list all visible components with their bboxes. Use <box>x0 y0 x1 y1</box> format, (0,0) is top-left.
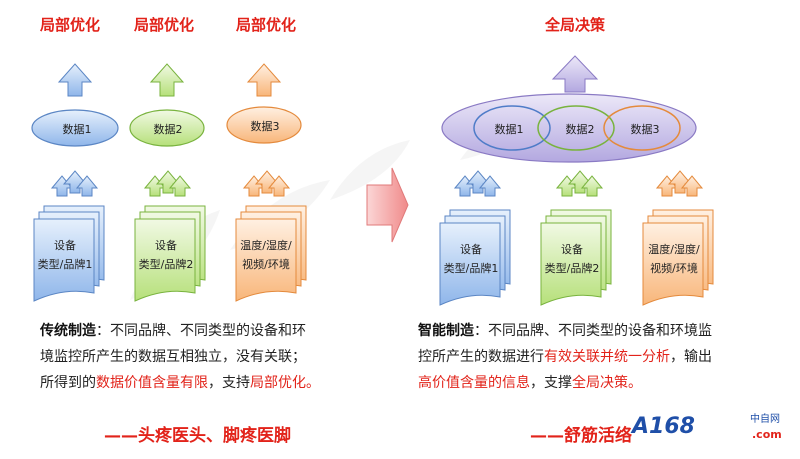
up-arrow-purple <box>551 55 599 93</box>
doc-stack-blue <box>33 205 105 302</box>
label-data1: 数据1 <box>62 123 92 136</box>
title-local-opt-1: 局部优化 <box>40 16 101 34</box>
oval-data2 <box>129 109 205 147</box>
triple-arrow-green <box>143 170 192 197</box>
traditional-slogan: ——头疼医头、脚疼医脚 <box>104 426 291 446</box>
triple-arrow-orange-right <box>655 170 704 197</box>
traditional-line3c: ，支持 <box>208 375 250 391</box>
label-data2-right: 数据2 <box>565 123 595 136</box>
traditional-paragraph: 传统制造：不同品牌、不同类型的设备和环 境监控所产生的数据互相独立，没有关联； … <box>40 318 370 396</box>
doc-label-1-right-line1: 设备 <box>460 243 482 256</box>
traditional-line2: 境监控所产生的数据互相独立，没有关联； <box>40 349 306 365</box>
smart-line3c: 全局决策。 <box>572 375 642 391</box>
title-local-opt-2: 局部优化 <box>134 16 195 34</box>
doc-label-3-line2: 视频/环境 <box>242 258 290 271</box>
global-oval <box>441 93 697 163</box>
doc-label-2-line2: 类型/品牌2 <box>138 258 194 271</box>
traditional-heading: 传统制造 <box>40 323 96 339</box>
doc-label-2-line1: 设备 <box>155 239 177 252</box>
circle-data2 <box>537 105 615 151</box>
smart-paragraph: 智能制造：不同品牌、不同类型的设备和环境监 控所产生的数据进行有效关联并统一分析… <box>418 318 768 396</box>
label-data3: 数据3 <box>250 120 280 133</box>
watermark-logo: A168 <box>632 414 695 439</box>
smart-line2a: 控所产生的数据进行 <box>418 349 544 365</box>
traditional-line3b: 数据价值含量有限 <box>96 375 208 391</box>
label-data1-right: 数据1 <box>494 123 524 136</box>
doc-stack-green-right <box>540 209 612 306</box>
up-arrow-blue <box>57 63 93 97</box>
triple-arrow-blue <box>50 170 99 197</box>
doc-stack-blue-right <box>439 209 511 306</box>
triple-arrow-orange <box>242 170 291 197</box>
title-local-opt-3: 局部优化 <box>236 16 297 34</box>
doc-label-3-right-line2: 视频/环境 <box>650 262 698 275</box>
triple-arrow-blue-right <box>453 170 502 197</box>
doc-label-2-right-line1: 设备 <box>561 243 583 256</box>
doc-label-3-right-line1: 温度/湿度/ <box>648 243 700 256</box>
triple-arrow-green-right <box>555 170 604 197</box>
traditional-line3a: 所得到的 <box>40 375 96 391</box>
traditional-line1: ：不同品牌、不同类型的设备和环 <box>96 323 306 339</box>
smart-slogan: ——舒筋活络 <box>530 426 632 446</box>
oval-data3 <box>226 106 302 144</box>
smart-line3b: ，支撑 <box>530 375 572 391</box>
doc-label-1-line2: 类型/品牌1 <box>37 258 93 271</box>
transition-arrow <box>366 167 409 243</box>
watermark-domain: .com <box>752 428 782 441</box>
circle-data1 <box>473 105 551 151</box>
circle-data3 <box>603 105 681 151</box>
up-arrow-green <box>149 63 185 97</box>
label-data3-right: 数据3 <box>630 123 660 136</box>
up-arrow-orange <box>246 63 282 97</box>
doc-stack-green <box>134 205 206 302</box>
smart-line3a: 高价值含量的信息 <box>418 375 530 391</box>
traditional-line3d: 局部优化。 <box>250 375 320 391</box>
doc-stack-orange-right <box>642 209 714 306</box>
doc-label-3-line1: 温度/湿度/ <box>240 239 292 252</box>
smart-line2b: 有效关联并统一分析 <box>544 349 670 365</box>
label-data2: 数据2 <box>153 123 183 136</box>
doc-label-1-line1: 设备 <box>54 239 76 252</box>
watermark-site-name: 中自网 <box>750 414 780 425</box>
doc-label-1-right-line2: 类型/品牌1 <box>443 262 499 275</box>
smart-heading: 智能制造 <box>418 323 474 339</box>
doc-stack-orange <box>235 205 307 302</box>
smart-line1: ：不同品牌、不同类型的设备和环境监 <box>474 323 712 339</box>
smart-line2c: ，输出 <box>670 349 712 365</box>
oval-data1 <box>31 109 119 147</box>
title-global-decision: 全局决策 <box>545 16 606 34</box>
doc-label-2-right-line2: 类型/品牌2 <box>544 262 600 275</box>
